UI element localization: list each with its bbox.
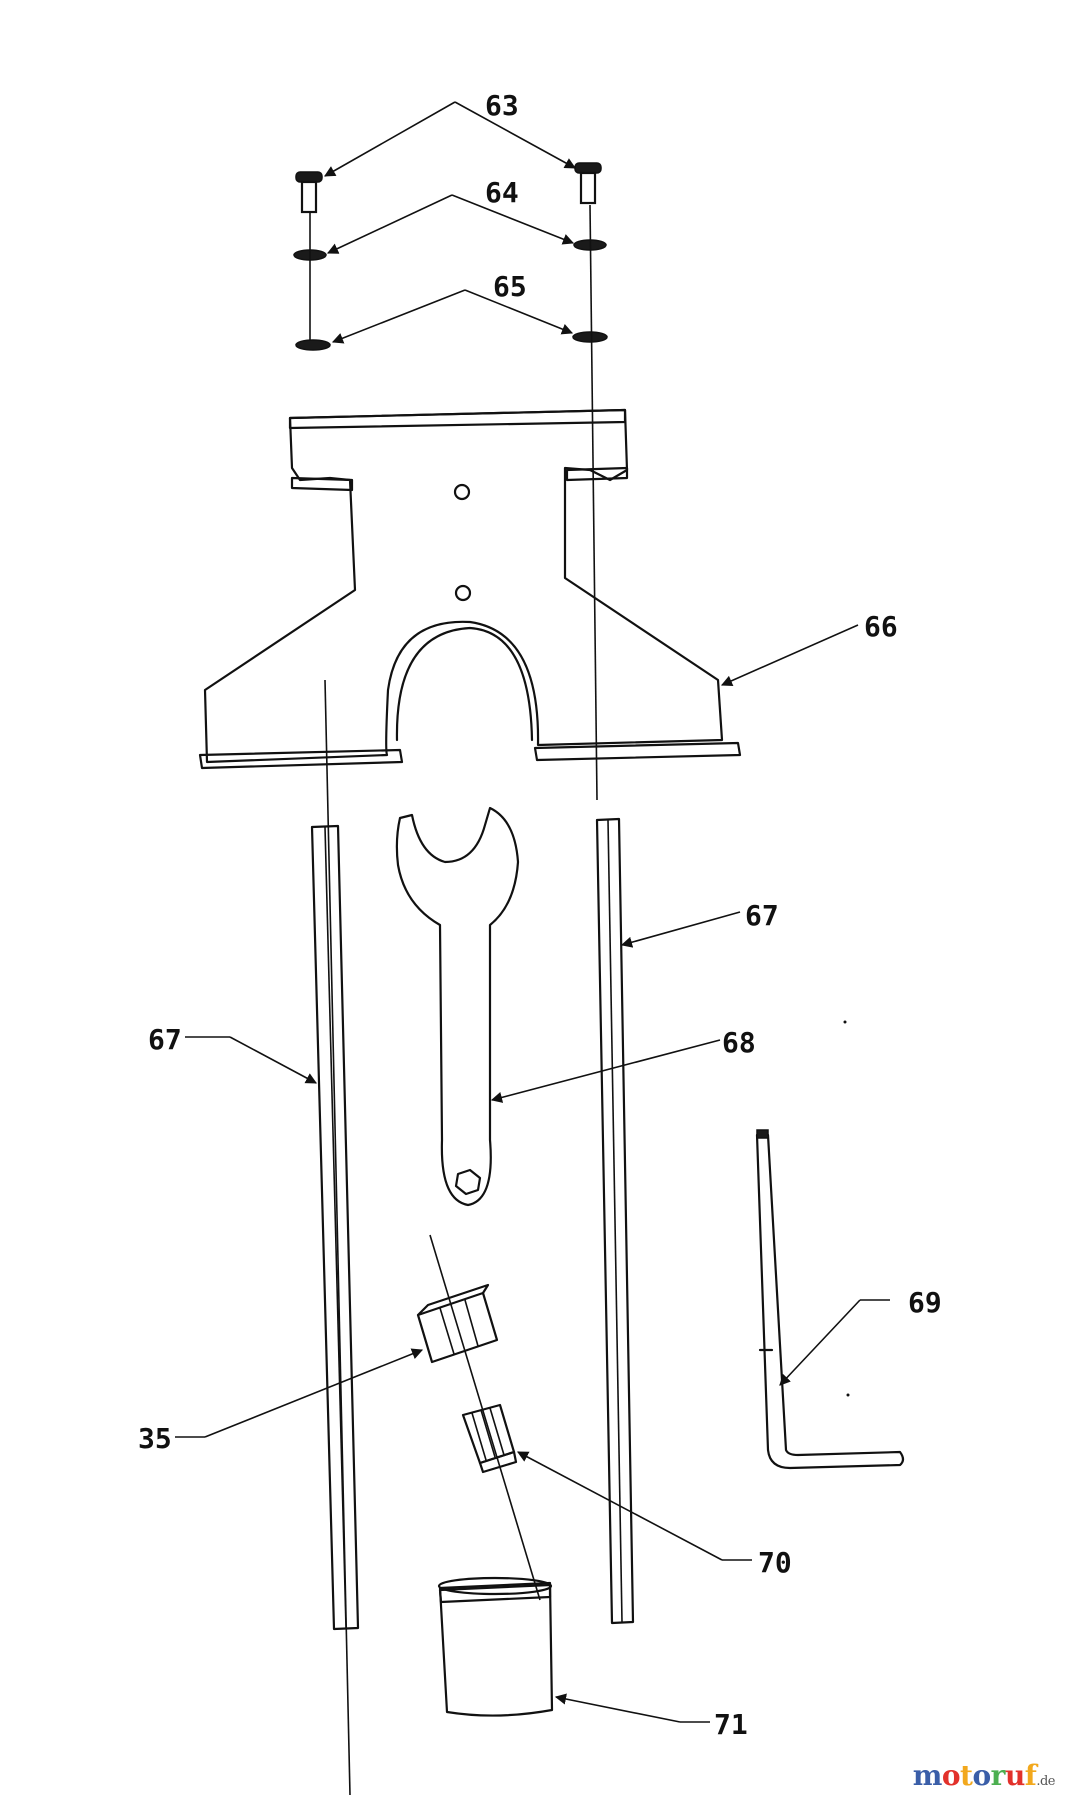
callout-69: 69 [908,1286,942,1319]
watermark-letter: f [1024,1759,1037,1792]
callout-63: 63 [485,89,519,122]
watermark-suffix: .de [1036,1774,1055,1789]
scan-speck [846,1393,850,1397]
part-63-screw-right [574,162,602,205]
part-67-rod-right [595,817,635,1625]
part-70-collet [461,1403,518,1474]
watermark-letter: o [941,1759,961,1792]
callout-67-left: 67 [148,1023,182,1056]
callout-65: 65 [493,270,527,303]
callout-71: 71 [714,1708,748,1741]
watermark-text: motoruf [913,1759,1037,1792]
watermark-letter: m [912,1759,943,1792]
callout-70: 70 [758,1546,792,1579]
part-69-hex-key [755,1129,905,1470]
assembly-axis-lines [309,204,598,1796]
watermark-letter: u [1004,1759,1025,1792]
part-71-sleeve [437,1576,554,1717]
part-67-rod-left [310,824,360,1631]
part-66-guide-plate [198,408,742,770]
callout-67-right: 67 [745,899,779,932]
watermark-letter: r [990,1759,1006,1792]
part-68-wrench [395,806,520,1207]
scan-speck [843,1020,847,1024]
part-35-collet-nut [416,1283,499,1364]
watermark-letter: t [960,1759,973,1792]
callout-68: 68 [722,1026,756,1059]
watermark-letter: o [972,1759,991,1792]
part-63-screw-left [295,171,323,214]
leader-lines [175,101,890,1723]
motoruf-watermark-logo: motoruf.de [913,1759,1056,1792]
callout-66: 66 [864,610,898,643]
callout-35: 35 [138,1422,172,1455]
part-65-washer-right [572,331,608,343]
part-65-washer-left [295,339,331,351]
callout-64: 64 [485,176,519,209]
